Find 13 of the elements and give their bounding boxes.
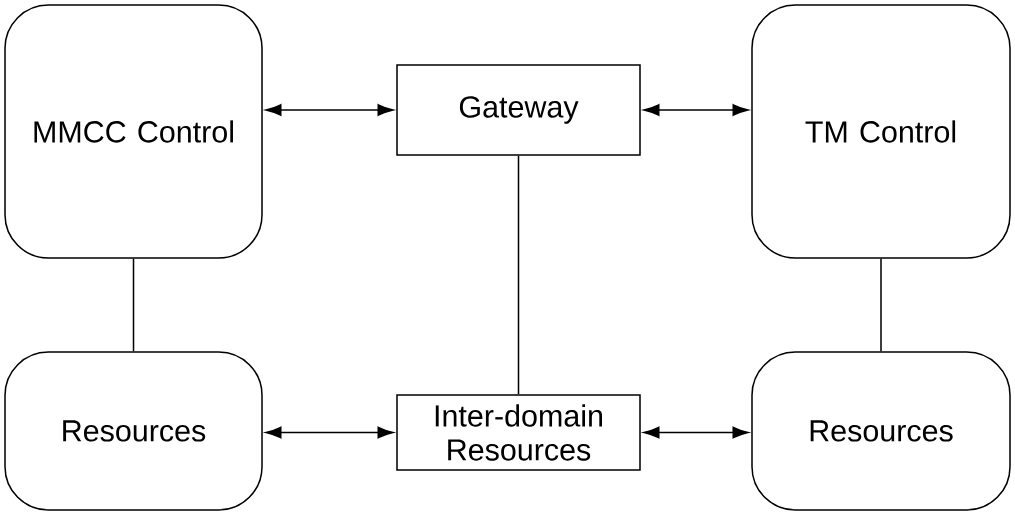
process-box: Inter-domain Resources [396, 394, 641, 471]
connector-line [132, 258, 135, 352]
rounded-box: MMCC Control [4, 4, 263, 259]
process-box: Gateway [396, 64, 641, 156]
connector-line [517, 155, 520, 395]
double-arrow [643, 426, 749, 439]
double-arrow [643, 104, 749, 116]
double-arrow [265, 426, 394, 439]
rounded-box: Resources [4, 351, 263, 511]
connector-line [880, 258, 882, 352]
double-arrow [265, 104, 394, 116]
rounded-box: Resources [751, 351, 1011, 511]
rounded-box: TM Control [751, 4, 1011, 259]
